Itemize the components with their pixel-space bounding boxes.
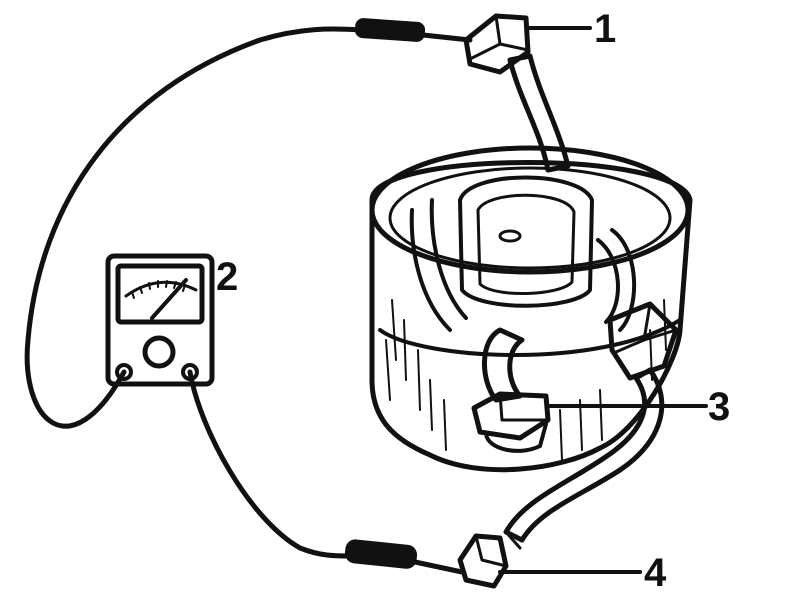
meter-dial-window (115, 263, 205, 325)
callout-2: 2 (216, 255, 238, 299)
meter-knob (142, 335, 176, 369)
callout-2-number: 2 (216, 255, 238, 299)
connector-bottom (457, 533, 509, 589)
harness-bottom (503, 367, 665, 550)
connector-side (607, 301, 679, 381)
callout-3: 3 (546, 385, 730, 429)
harness-top (507, 53, 571, 173)
callout-1: 1 (526, 7, 616, 51)
meter-terminal-right (181, 363, 199, 381)
meter-terminal-left (115, 363, 133, 381)
connector-inner (471, 327, 551, 453)
test-lead-lower (187, 369, 465, 575)
test-lead-upper (24, 18, 473, 429)
meter (105, 253, 215, 387)
callout-4-number: 4 (644, 551, 667, 595)
callout-4: 4 (498, 551, 667, 595)
meter-needle (150, 278, 188, 320)
connector-top (463, 13, 531, 75)
callout-1-number: 1 (594, 7, 616, 51)
meter-body (105, 253, 215, 387)
callout-3-number: 3 (708, 385, 730, 429)
